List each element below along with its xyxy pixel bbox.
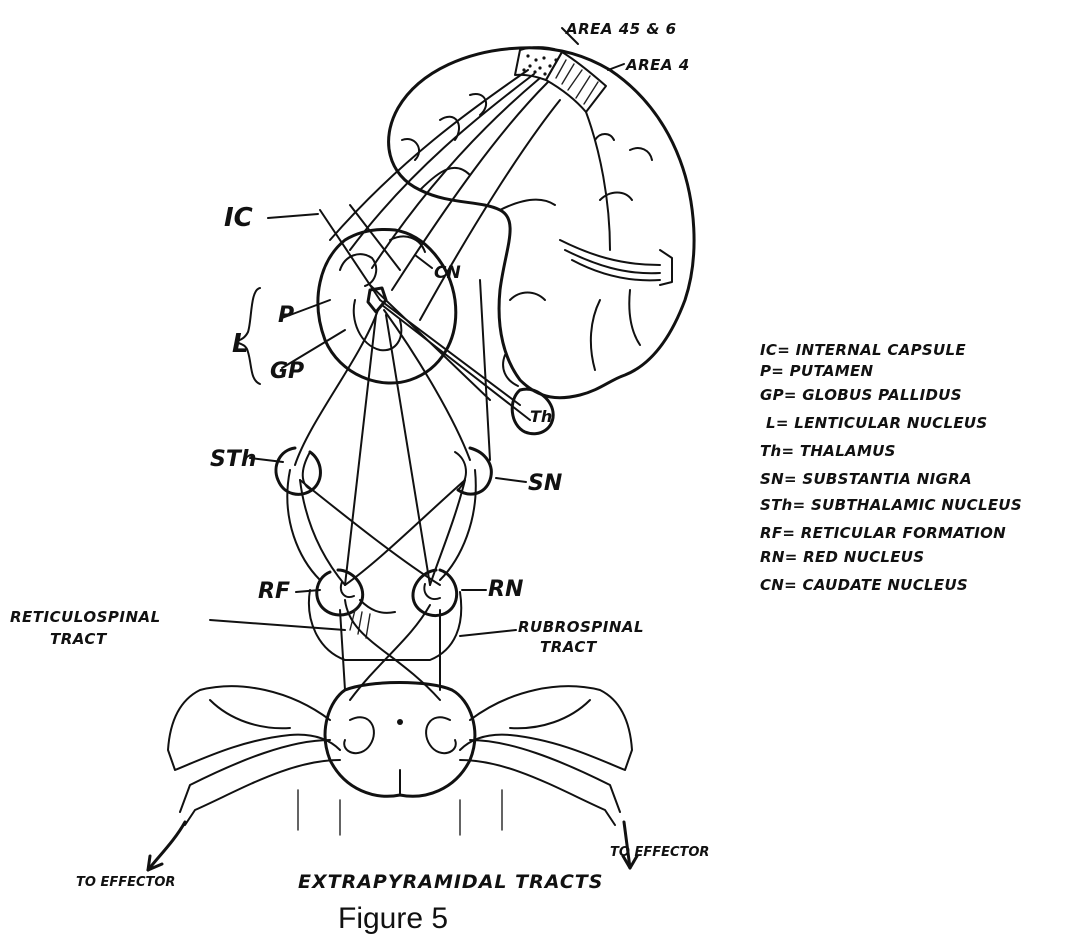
rubrospinal-leader <box>460 630 516 636</box>
reticulospinal-leader <box>210 620 345 630</box>
gp-label: GP <box>270 359 304 384</box>
sn-leader <box>496 478 526 482</box>
l-label: L <box>232 329 249 359</box>
figure-number: Figure 5 <box>338 902 448 935</box>
legend-item: Th= THALAMUS <box>760 442 896 460</box>
sn-label: SN <box>528 471 562 496</box>
effector-arrow-left <box>148 822 185 870</box>
legend-item: CN= CAUDATE NUCLEUS <box>760 576 968 594</box>
legend-item: IC= INTERNAL CAPSULE <box>760 341 966 359</box>
red-nucleus <box>413 570 457 616</box>
area-4-leader <box>608 64 624 70</box>
legend-item: RN= RED NUCLEUS <box>760 548 924 566</box>
reticulospinal-label-line1: RETICULOSPINAL <box>10 608 161 626</box>
legend-item: STh= SUBTHALAMIC NUCLEUS <box>760 496 1022 514</box>
rf-label: RF <box>258 579 290 604</box>
rn-label: RN <box>488 577 523 602</box>
rubrospinal-label-line2: TRACT <box>540 638 598 656</box>
area-45-6-label: AREA 45 & 6 <box>565 20 677 38</box>
reticular-formation <box>317 570 363 615</box>
effector-label-right: TO EFFECTOR <box>610 845 709 860</box>
cn-label: CN <box>434 263 461 283</box>
sth-label: STh <box>210 447 257 472</box>
area-45-6-stipple <box>522 54 557 75</box>
ic-label: IC <box>224 203 253 233</box>
rubrospinal-label-line1: RUBROSPINAL <box>518 618 644 636</box>
spinal-cord-section <box>325 683 475 797</box>
substantia-nigra <box>455 448 491 494</box>
cn-leader <box>415 255 432 268</box>
legend-item: RF= RETICULAR FORMATION <box>760 524 1006 542</box>
effector-label-left: TO EFFECTOR <box>76 875 175 890</box>
legend-item: SN= SUBSTANTIA NIGRA <box>760 470 972 488</box>
p-label: P <box>278 303 294 328</box>
area-4-label: AREA 4 <box>625 56 690 74</box>
diagram-caption: EXTRAPYRAMIDAL TRACTS <box>298 871 603 893</box>
legend-item: L= LENTICULAR NUCLEUS <box>766 414 987 432</box>
ic-leader <box>268 214 318 218</box>
th-label: Th <box>530 407 552 426</box>
legend-item: GP= GLOBUS PALLIDUS <box>760 386 962 404</box>
legend: IC= INTERNAL CAPSULE P= PUTAMEN GP= GLOB… <box>760 341 1022 594</box>
spinal-nerves <box>168 686 632 835</box>
reticulospinal-label-line2: TRACT <box>50 630 108 648</box>
legend-item: P= PUTAMEN <box>760 362 874 380</box>
